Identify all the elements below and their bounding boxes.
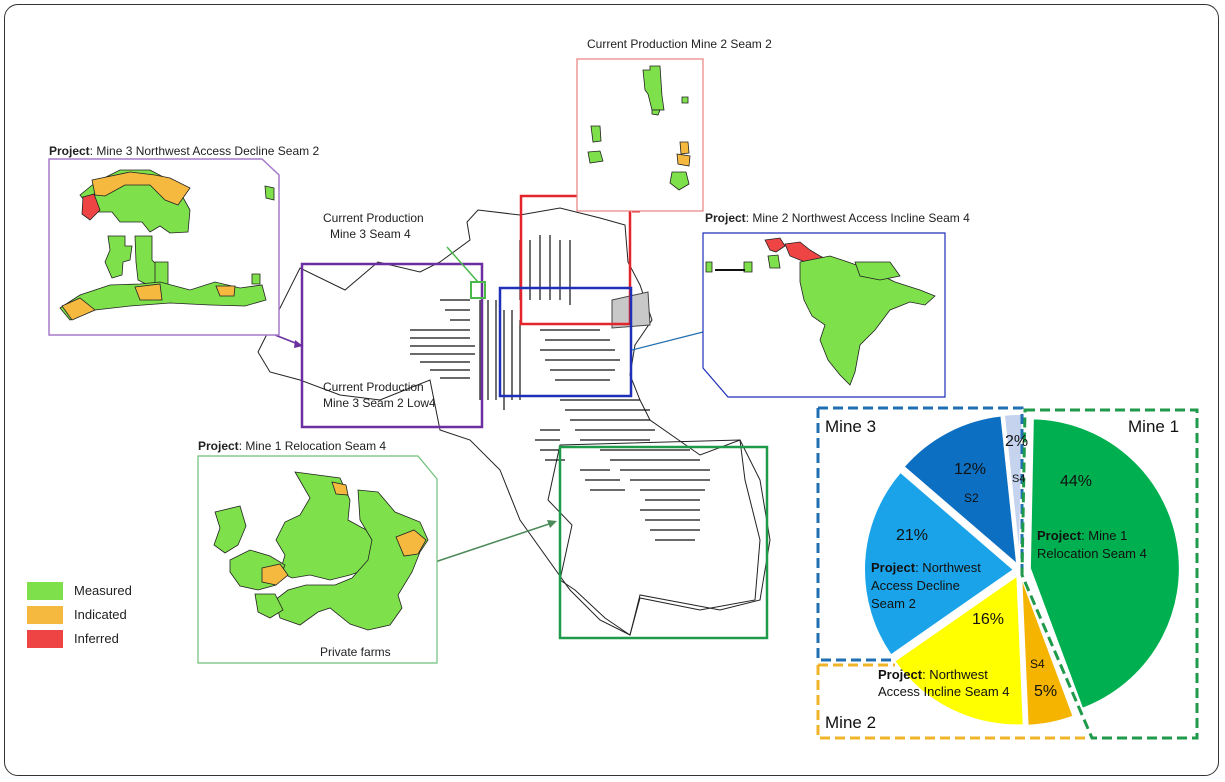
- outer-lease-boundary: [257, 207, 771, 636]
- legend-label-inferred: Inferred: [74, 631, 119, 646]
- legend-swatch-indicated: [27, 606, 63, 624]
- legend-swatch-inferred: [27, 630, 63, 648]
- pie-tag-s4-mine2: S4: [1030, 657, 1045, 671]
- title-mine2-nw: Project: Mine 2 Northwest Access Incline…: [705, 211, 970, 225]
- arrowhead-mine3-nw: [294, 340, 303, 348]
- legend: Measured Indicated Inferred: [27, 582, 132, 648]
- pie-slice-16pct: [892, 573, 1025, 727]
- pie-label-nwi-l2: Access Incline Seam 4: [878, 684, 1010, 699]
- pie-pct-44: 44%: [1060, 473, 1092, 490]
- pie-label-mine1-l2: Relocation Seam 4: [1037, 546, 1147, 561]
- label-mine3-seam2-l2: Mine 3 Seam 2 Low4: [323, 396, 436, 410]
- label-mine3-seam4-l2: Mine 3 Seam 4: [330, 227, 411, 241]
- title-mine2-seam2: Current Production Mine 2 Seam 2: [587, 37, 772, 51]
- pie-chart: Mine 1 Mine 3 Mine 2 44% 5% S4 16% 21% 1…: [816, 406, 1199, 740]
- title-mine1-reloc: Project: Mine 1 Relocation Seam 4: [198, 439, 386, 453]
- inset-mine3-nw-polygons: [59, 169, 275, 321]
- border-mine3: [816, 406, 1024, 662]
- legend-label-indicated: Indicated: [74, 607, 127, 622]
- connector-mine3-seam4: [446, 246, 479, 283]
- figure-frame: [4, 4, 1219, 776]
- pie-slices: [863, 413, 1181, 727]
- box-mine1-relocation: [558, 445, 769, 640]
- inset-mine1-reloc-polygons: [213, 471, 429, 631]
- pie-slice-21pct: [863, 470, 1016, 657]
- pie-pct-16: 16%: [972, 611, 1004, 628]
- title-mine3-nw: Project: Mine 3 Northwest Access Decline…: [49, 144, 319, 158]
- label-private-farms: Private farms: [320, 645, 391, 659]
- pie-slice-5pct: [1020, 575, 1075, 727]
- box-mine2-nw-incline: [498, 286, 633, 398]
- border-mine1: [1020, 408, 1199, 740]
- pie-label-mine1-l1: Project: Mine 1: [1037, 528, 1127, 543]
- pie-pct-2: 2%: [1005, 433, 1028, 450]
- box-mine2-seam2: [519, 194, 632, 326]
- border-mine2: [816, 663, 1090, 740]
- legend-swatch-measured: [27, 582, 63, 600]
- label-mine3-seam4-l1: Current Production: [323, 211, 424, 225]
- pie-label-nwi-l1: Project: Northwest: [878, 667, 988, 682]
- arrowhead-mine1-reloc: [547, 520, 557, 528]
- pie-slice-44pct: [1028, 417, 1181, 711]
- pie-pct-21: 21%: [896, 527, 928, 544]
- pie-label-nwd-l1: Project: Northwest: [871, 560, 981, 575]
- pie-pct-5: 5%: [1034, 683, 1057, 700]
- label-mine3-seam2-l1: Current Production: [323, 380, 424, 394]
- label-mine3: Mine 3: [825, 417, 876, 436]
- pie-label-nwd-l2: Access Decline: [871, 578, 960, 593]
- label-mine1: Mine 1: [1128, 417, 1179, 436]
- pie-label-nwd-l3: Seam 2: [871, 596, 916, 611]
- connector-mine2-nw: [631, 331, 704, 351]
- pie-tag-s2: S2: [964, 491, 979, 505]
- mine-outline-map: [257, 207, 771, 636]
- pie-pct-12: 12%: [954, 461, 986, 478]
- inset-mine2-nw-polygons: [705, 237, 936, 386]
- pie-tag-s4-mine3: S4: [1012, 473, 1025, 485]
- pie-slice-12pct: [902, 414, 1019, 568]
- label-mine2: Mine 2: [825, 713, 876, 732]
- lease-right-block: [547, 439, 761, 636]
- connector-mine1-reloc: [434, 521, 556, 563]
- legend-label-measured: Measured: [74, 583, 132, 598]
- inset-mine2-seam2-polygons: [587, 65, 691, 191]
